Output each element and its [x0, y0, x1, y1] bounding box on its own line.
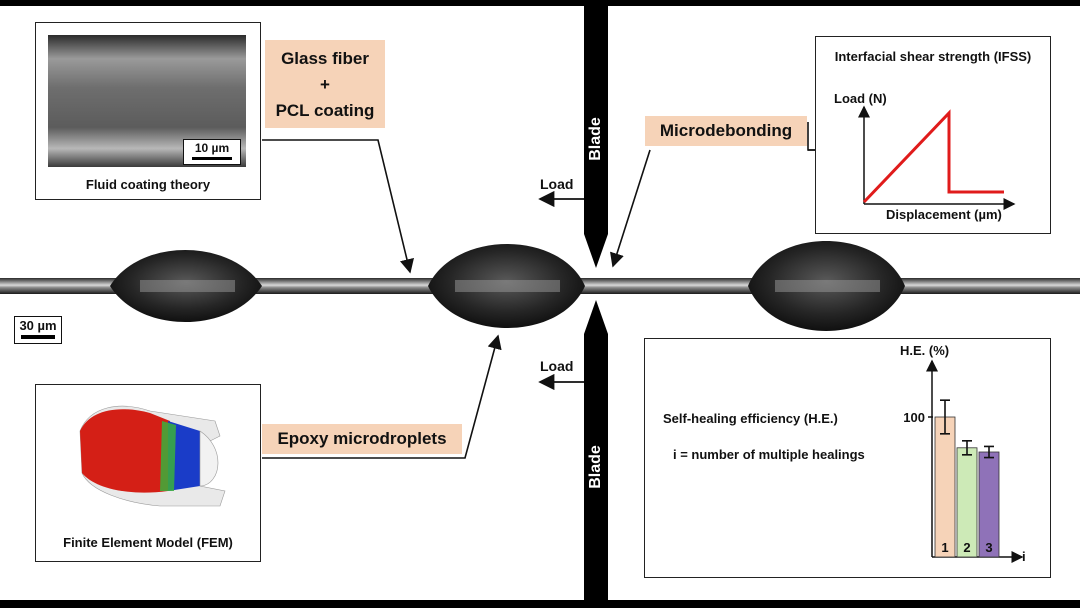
- scale-bar-main: 30 µm: [14, 316, 62, 344]
- droplet-3: [748, 241, 905, 331]
- sem-scale-box: 10 µm: [183, 139, 241, 165]
- ifss-plot: [858, 105, 1016, 210]
- sem-caption: Fluid coating theory: [85, 177, 211, 192]
- top-border: [0, 0, 1080, 6]
- he-category-label: 2: [963, 540, 970, 555]
- he-category-label: 3: [985, 540, 992, 555]
- fiber-label-line3: PCL coating: [275, 101, 375, 120]
- bottom-border: [0, 600, 1080, 608]
- he-ylabel: H.E. (%): [900, 343, 949, 358]
- fem-model-image: [79, 405, 226, 507]
- ifss-y-label: Load (N): [834, 91, 887, 106]
- sem-connector: [262, 139, 414, 274]
- blade-top-tip: [584, 234, 608, 268]
- ifss-panel: Interfacial shear strength (IFSS) Load (…: [815, 36, 1051, 234]
- fiber-label-line1: Glass fiber: [281, 49, 369, 68]
- he-xlabel: i: [1022, 549, 1026, 564]
- ifss-title: Interfacial shear strength (IFSS): [834, 49, 1032, 64]
- he-category-label: 1: [941, 540, 948, 555]
- microdebonding-label: Microdebonding: [645, 116, 807, 146]
- ifss-x-label: Displacement (µm): [886, 207, 1002, 222]
- droplet-2: [428, 244, 585, 328]
- ifss-connector: [807, 122, 815, 151]
- fiber-with-droplets: [0, 241, 1080, 331]
- fiber-label: Glass fiber + PCL coating: [265, 40, 385, 128]
- fiber-label-line2: +: [320, 75, 330, 94]
- load-top-label: Load: [540, 176, 574, 192]
- he-error-bar: [940, 399, 950, 435]
- blade-bottom-label: Blade: [587, 445, 604, 489]
- droplet-1: [110, 250, 262, 322]
- scale-bar-main-label: 30 µm: [19, 318, 57, 333]
- he-ytick-label: 100: [903, 410, 925, 425]
- fem-caption: Finite Element Model (FEM): [63, 535, 233, 550]
- fem-connector: [262, 334, 502, 459]
- blade-bottom-tip: [584, 300, 608, 334]
- healing-definition: i = number of multiple healings: [673, 447, 865, 462]
- healing-title: Self-healing efficiency (H.E.): [663, 411, 838, 426]
- sem-scale-label: 10 µm: [194, 141, 230, 155]
- epoxy-label: Epoxy microdroplets: [262, 424, 462, 454]
- he-error-bar: [984, 445, 994, 459]
- load-bottom-label: Load: [540, 358, 574, 374]
- he-error-bar: [962, 440, 972, 456]
- sem-panel: 10 µm Fluid coating theory: [35, 22, 261, 200]
- blade-bottom: Blade: [584, 334, 608, 602]
- blade-top: Blade: [584, 6, 608, 234]
- scale-bar-main-line: [21, 335, 55, 339]
- blade-top-label: Blade: [587, 117, 604, 161]
- fem-panel: Finite Element Model (FEM): [35, 384, 261, 562]
- ifss-curve: [862, 109, 1004, 204]
- microdebonding-arrow: [610, 149, 651, 268]
- he-bar: [934, 416, 956, 558]
- sem-scale-line: [192, 157, 232, 160]
- sem-image: 10 µm: [48, 35, 246, 167]
